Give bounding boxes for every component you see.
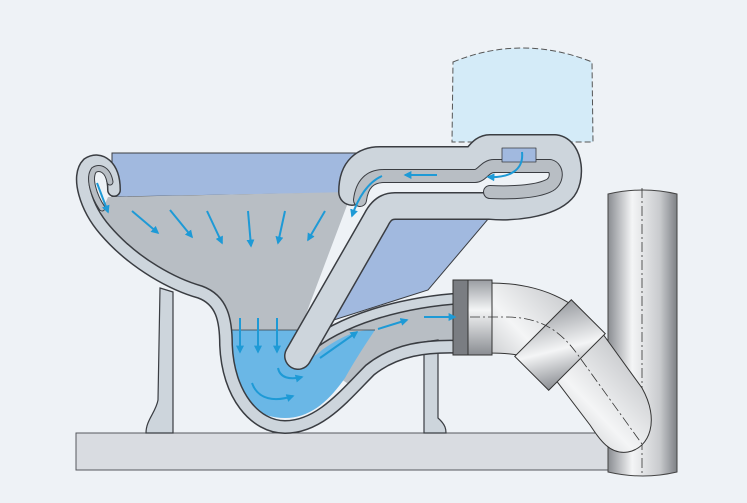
rear-leg: [423, 339, 447, 434]
floor: [75, 432, 612, 471]
bowl-back-wall: [111, 152, 359, 198]
flow-arrow: [96, 182, 110, 214]
flow-arrow: [206, 210, 223, 245]
flush-valve-opening: [501, 147, 537, 163]
outlet-coupling: [467, 279, 493, 356]
flow-arrow: [169, 209, 194, 239]
flow-arrow: [307, 210, 326, 242]
outlet-elbow-pipe: [452, 279, 652, 453]
water: [232, 330, 375, 418]
outlet-seal: [452, 279, 470, 356]
flow-arrow: [350, 175, 383, 218]
flow-arrow: [277, 367, 304, 383]
flow-arrow: [377, 318, 409, 330]
flow-arrow: [319, 331, 359, 359]
front-leg: [145, 287, 174, 434]
bowl-interior: [100, 192, 352, 330]
flow-arrow: [131, 210, 160, 235]
elbow-coupling: [514, 299, 606, 391]
flush-channel: [284, 134, 583, 370]
flow-arrow: [251, 382, 295, 402]
flow-arrow: [246, 210, 255, 248]
flow-arrow: [486, 151, 524, 182]
flow-arrows: [96, 151, 524, 402]
flow-arrow: [275, 210, 286, 245]
